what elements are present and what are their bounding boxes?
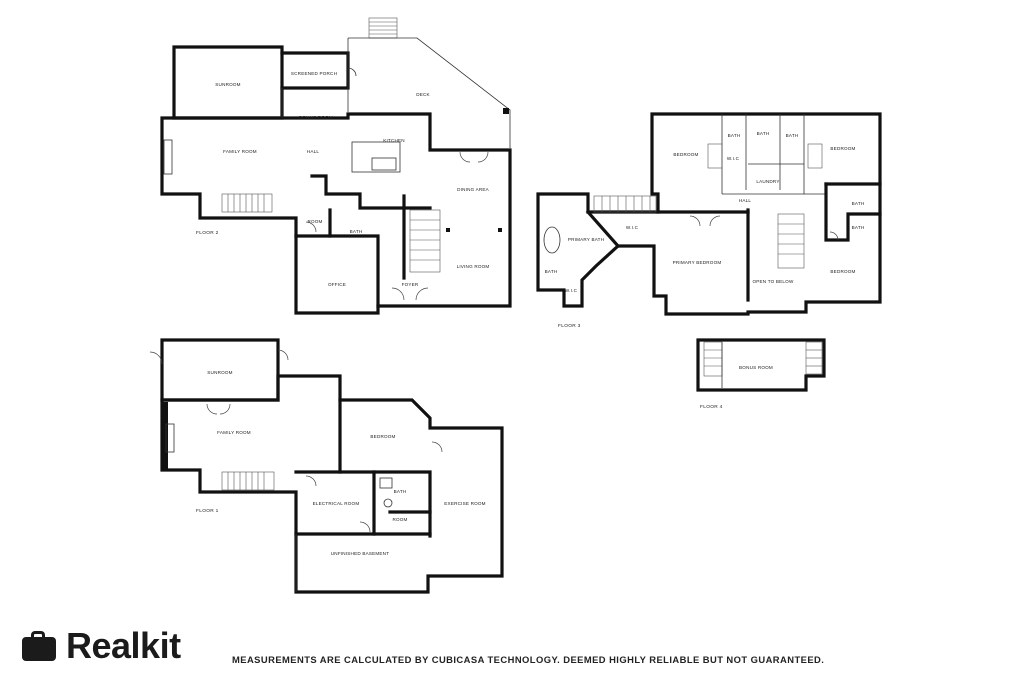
floor2-room-label-5: HALL — [307, 149, 320, 154]
brand-logo: Realkit — [22, 624, 181, 668]
floor1-room-label-6: EXERCISE ROOM — [444, 501, 485, 506]
floor2-room-label-12: LIVING ROOM — [457, 264, 490, 269]
floor3-room-label-10: W.I.C — [626, 225, 639, 230]
floor-3-label: FLOOR 3 — [558, 323, 581, 329]
floor1-room-label-5: ROOM — [392, 517, 407, 522]
floor3-room-label-9: BATH — [852, 225, 865, 230]
floor1-room-label-1: FAMILY ROOM — [217, 430, 251, 435]
floor3-room-label-13: OPEN TO BELOW — [753, 279, 794, 284]
floor2-room-label-2: DECK — [416, 92, 430, 97]
disclaimer-text: MEASUREMENTS ARE CALCULATED BY CUBICASA … — [232, 654, 825, 665]
floor-4-plan — [696, 338, 826, 392]
floor3-room-label-15: BATH — [545, 269, 558, 274]
brand-name: Realkit — [66, 625, 181, 666]
floor2-room-label-7: DINING AREA — [457, 187, 490, 192]
floor3-room-label-4: BEDROOM — [830, 146, 855, 151]
floor3-room-label-2: BATH — [757, 131, 770, 136]
floor3-room-label-3: BATH — [786, 133, 799, 138]
floor3-room-label-5: W.I.C — [727, 156, 740, 161]
floor-1-plan — [149, 338, 504, 594]
floor3-room-label-0: BEDROOM — [673, 152, 698, 157]
floor1-room-label-7: UNFINISHED BASEMENT — [331, 551, 389, 556]
floor2-room-label-10: OFFICE — [328, 282, 346, 287]
floor3-room-label-8: BATH — [852, 201, 865, 206]
floor-2-label: FLOOR 2 — [196, 230, 219, 236]
floor2-room-label-3: BONUS ROOM — [299, 115, 333, 120]
floor4-room-label-0: BONUS ROOM — [739, 365, 773, 370]
floor2-room-label-4: FAMILY ROOM — [223, 149, 257, 154]
floor2-room-label-11: FOYER — [402, 282, 419, 287]
floor3-room-label-11: PRIMARY BATH — [568, 237, 604, 242]
floor1-room-label-4: BATH — [394, 489, 407, 494]
floor2-room-label-8: ROOM — [307, 219, 322, 224]
floor1-room-label-2: BEDROOM — [370, 434, 395, 439]
floor3-room-label-1: BATH — [728, 133, 741, 138]
floor2-room-label-1: SCREENED PORCH — [291, 71, 337, 76]
floor2-room-label-6: KITCHEN — [383, 138, 405, 143]
floor-3-plan — [536, 112, 882, 316]
floor3-room-label-7: HALL — [739, 198, 752, 203]
floor2-room-label-0: SUNROOM — [215, 82, 240, 87]
floor3-room-label-14: BEDROOM — [830, 269, 855, 274]
floor-2-plan — [160, 17, 512, 315]
briefcase-icon — [22, 631, 56, 661]
floor1-room-label-3: ELECTRICAL ROOM — [313, 501, 360, 506]
floor2-room-label-9: BATH — [350, 229, 363, 234]
floor-1-label: FLOOR 1 — [196, 508, 219, 514]
floor-4-label: FLOOR 4 — [700, 404, 723, 410]
floor1-room-label-0: SUNROOM — [207, 370, 232, 375]
floor3-room-label-6: LAUNDRY — [756, 179, 779, 184]
floor3-room-label-12: PRIMARY BEDROOM — [673, 260, 722, 265]
floor3-room-label-16: W.I.C — [565, 288, 578, 293]
